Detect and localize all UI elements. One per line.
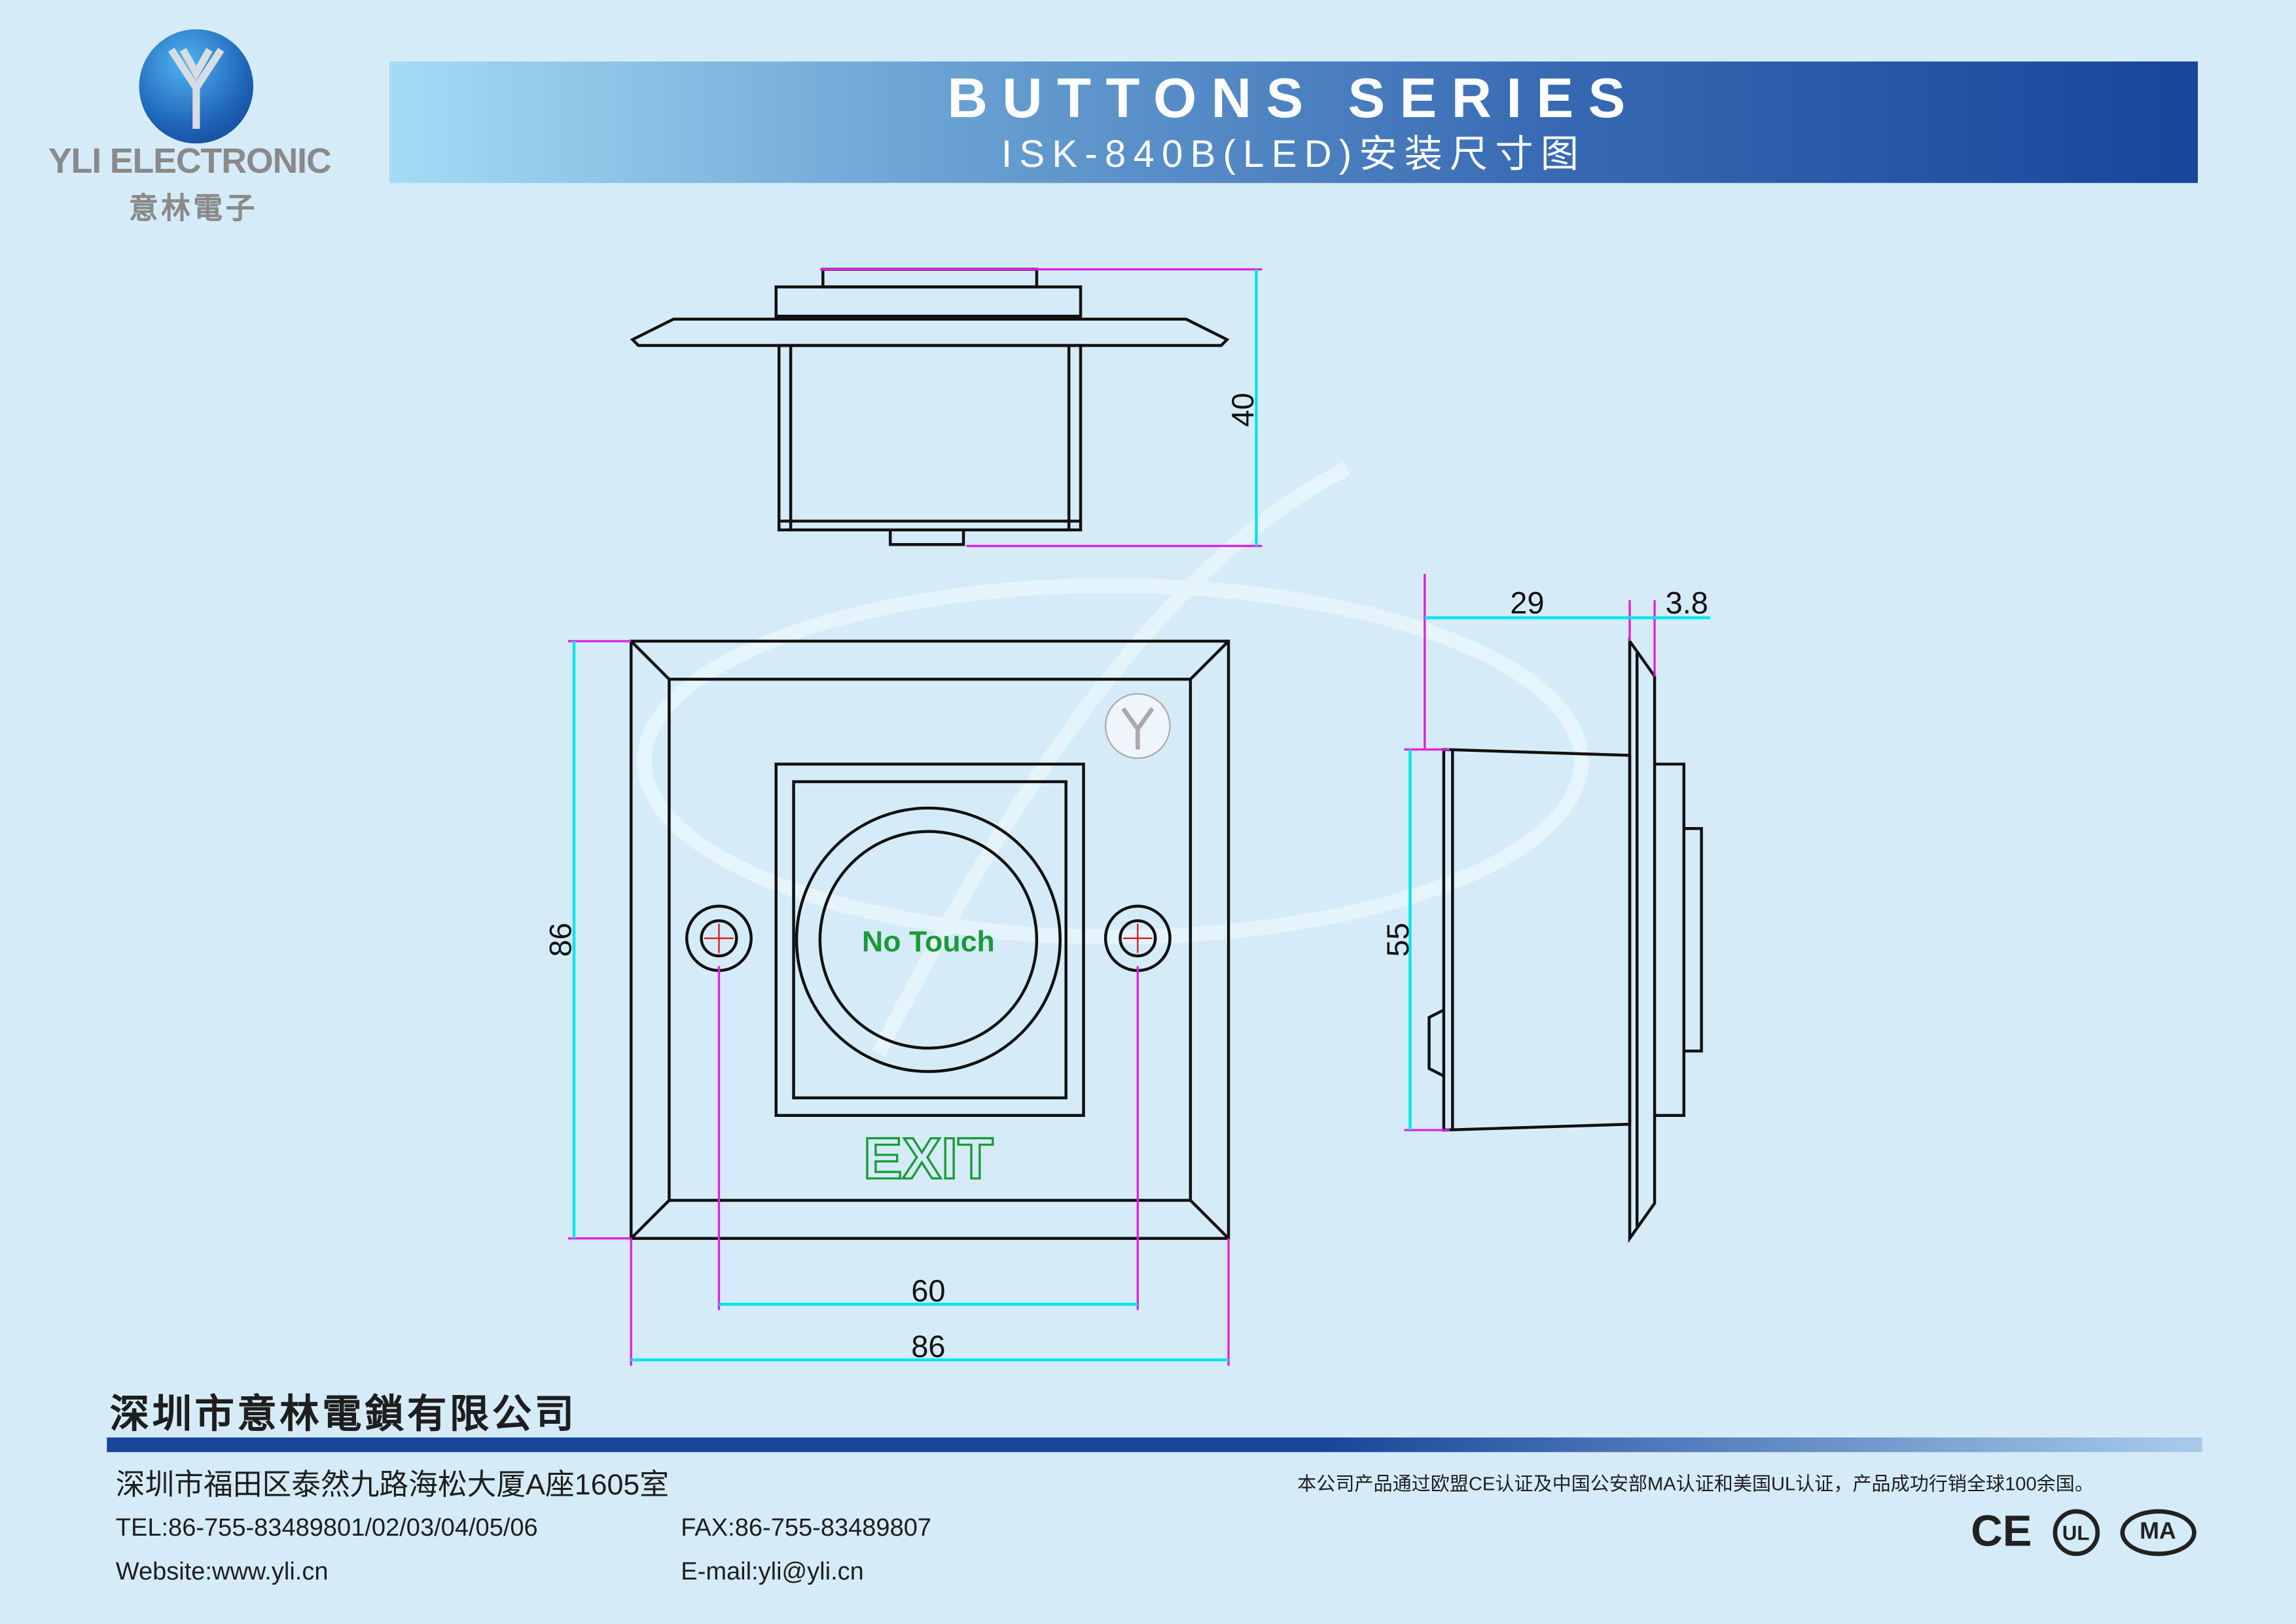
logo <box>139 29 254 144</box>
no-touch-label: No Touch <box>862 925 995 958</box>
exit-label: EXIT <box>863 1125 994 1191</box>
watermark <box>637 461 1589 1057</box>
certification-note: 本公司产品通过欧盟CE认证及中国公安部MA认证和美国UL认证，产品成功行销全球1… <box>1297 1472 2094 1495</box>
dim-front-height: 86 <box>543 923 578 957</box>
fax: FAX:86-755-83489807 <box>681 1513 932 1542</box>
brand-name-cn: 意林電子 <box>128 193 258 226</box>
company-name: 深圳市意林電鎖有限公司 <box>109 1392 577 1436</box>
ce-mark-icon: CE <box>1971 1508 2032 1557</box>
front-view <box>629 639 1230 1240</box>
ul-mark-icon: UL <box>2052 1509 2100 1557</box>
logo-y-icon <box>168 48 224 129</box>
ma-mark-icon: MA <box>2119 1509 2197 1557</box>
dim-side-height: 55 <box>1380 923 1415 957</box>
footer-divider <box>107 1437 2202 1453</box>
y-mark-icon <box>1104 693 1171 759</box>
page-subtitle: ISK-840B(LED)安装尺寸图 <box>1001 132 1587 176</box>
cert-marks: CE UL MA <box>1971 1508 2197 1557</box>
page-title: BUTTONS SERIES <box>947 69 1640 131</box>
side-view <box>1427 636 1703 1243</box>
dim-plate-thickness: 3.8 <box>1666 585 1708 620</box>
dim-front-width: 86 <box>911 1329 945 1364</box>
email-link[interactable]: E-mail:yli@yli.cn <box>681 1557 864 1585</box>
tel: TEL:86-755-83489801/02/03/04/05/06 <box>115 1513 538 1542</box>
dim-side-depth: 29 <box>1510 585 1544 620</box>
dim-hole-spacing: 60 <box>911 1273 945 1308</box>
dim-top-height: 40 <box>1225 393 1260 427</box>
top-view <box>630 268 1230 546</box>
address: 深圳市福田区泰然九路海松大厦A座1605室 <box>115 1470 670 1502</box>
header-banner: BUTTONS SERIES ISK-840B(LED)安装尺寸图 <box>389 61 2198 183</box>
brand-name: YLI ELECTRONIC <box>48 142 332 182</box>
website-link[interactable]: Website:www.yli.cn <box>115 1557 329 1585</box>
